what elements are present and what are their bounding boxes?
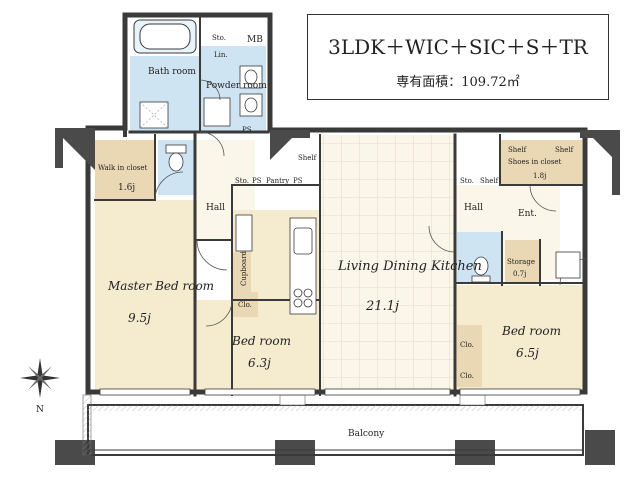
hall-left-label: Hall bbox=[206, 203, 225, 213]
walkin-closet-floor bbox=[95, 140, 155, 200]
vanity bbox=[239, 65, 263, 117]
bedroom2-label: Bed room bbox=[231, 334, 291, 348]
windows bbox=[99, 388, 581, 396]
washer bbox=[203, 97, 231, 127]
bedroom2-size: 6.3j bbox=[248, 356, 271, 370]
storage-label: Storage bbox=[507, 258, 535, 266]
walkin-closet-size: 1.6j bbox=[118, 183, 135, 193]
clo-bed3-floor bbox=[457, 325, 482, 387]
bath-room-label: Bath room bbox=[148, 67, 196, 77]
sic-floor bbox=[500, 140, 582, 185]
entrance-cabinet bbox=[555, 251, 581, 279]
lin-label: Lin. bbox=[214, 51, 228, 59]
balcony-label: Balcony bbox=[348, 429, 385, 439]
shower-area bbox=[139, 101, 169, 129]
cupboard-label: Cupboard bbox=[240, 250, 248, 286]
walls bbox=[85, 12, 588, 397]
cupboard-floor bbox=[233, 252, 251, 292]
toilet-right bbox=[471, 256, 491, 283]
ps-mid-label: PS bbox=[252, 177, 262, 185]
ps-mid2-label: PS bbox=[293, 177, 303, 185]
master-bedroom-label: Master Bed room bbox=[107, 279, 214, 293]
pantry-label: Pantry bbox=[266, 177, 289, 185]
sto-right-label: Sto. bbox=[460, 177, 474, 185]
unit-info-box: 3LDK＋WIC＋SIC＋S＋TR 専有面積：109.72㎡ bbox=[307, 14, 609, 100]
bedroom3-label: Bed room bbox=[501, 324, 561, 338]
balcony-floor bbox=[88, 405, 583, 455]
ldk-floor bbox=[320, 135, 455, 390]
clo-bed3-a-label: Clo. bbox=[460, 341, 474, 349]
powder-room-label: Powder room bbox=[206, 81, 267, 91]
ent-label: Ent. bbox=[518, 209, 537, 219]
ps-left-label: PS bbox=[242, 126, 252, 134]
shelf-kitchen-label: Shelf bbox=[298, 154, 318, 162]
kitchen-counter bbox=[289, 217, 317, 315]
ldk-size: 21.1j bbox=[365, 299, 399, 314]
shelf-right-label: Shelf bbox=[480, 177, 500, 185]
kitchen-back-counter bbox=[235, 214, 253, 252]
bedroom3-size: 6.5j bbox=[516, 346, 539, 360]
clo-bed2-label: Clo. bbox=[238, 301, 252, 309]
storage-floor bbox=[505, 240, 539, 282]
sto-mid-label: Sto. bbox=[235, 177, 249, 185]
toilet-left bbox=[165, 144, 187, 172]
sto-top-label: Sto. bbox=[212, 34, 226, 42]
floor-area-value: 109.72㎡ bbox=[461, 75, 520, 90]
master-bedroom-floor bbox=[95, 200, 197, 392]
shelf-2-label: Shelf bbox=[555, 146, 575, 154]
sic-label: Shoes in closet bbox=[508, 158, 562, 166]
balcony bbox=[82, 394, 584, 456]
compass-icon bbox=[20, 358, 60, 398]
floor-area-label: 専有面積： bbox=[396, 75, 462, 90]
floor-area: 専有面積：109.72㎡ bbox=[308, 71, 608, 90]
clo-bed3-b-label: Clo. bbox=[460, 372, 474, 380]
layout-type: 3LDK＋WIC＋SIC＋S＋TR bbox=[328, 35, 588, 59]
ldk-label: Living Dining Kitchen bbox=[337, 259, 482, 274]
master-bedroom-size: 9.5j bbox=[128, 311, 151, 325]
storage-size: 0.7j bbox=[513, 270, 526, 278]
sic-size: 1.8j bbox=[533, 172, 546, 180]
compass-north-label: N bbox=[36, 405, 44, 415]
walkin-closet-label: Walk in closet bbox=[98, 164, 148, 172]
bathtub bbox=[133, 19, 197, 54]
wall-piers bbox=[55, 128, 620, 465]
clo-bed2-floor bbox=[233, 292, 258, 317]
hall-right-label: Hall bbox=[464, 203, 483, 213]
shelf-1-label: Shelf bbox=[508, 146, 528, 154]
mb-label: MB bbox=[247, 35, 263, 45]
